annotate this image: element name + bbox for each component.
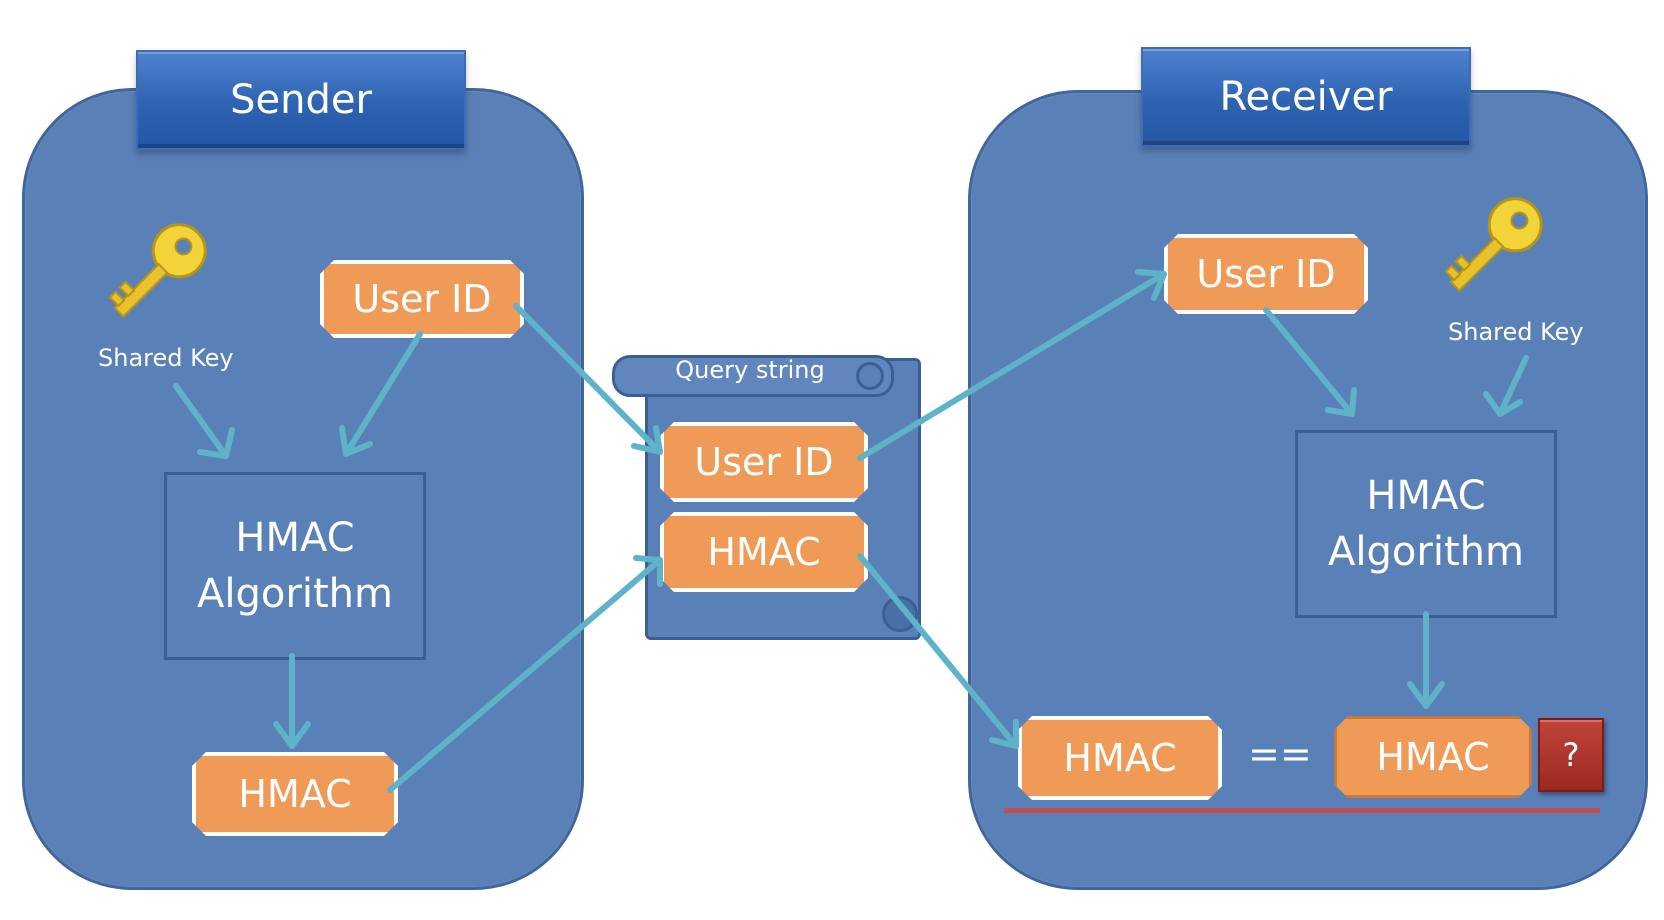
arrow-head-query-userid-to-receiver: [1135, 269, 1167, 301]
arrow-query-hmac-to-receiver: [857, 553, 1019, 749]
arrow-sender-key-to-algo: [173, 383, 229, 459]
arrow-head-sender-hmac-to-query: [633, 555, 663, 587]
equals-sign: ==: [1248, 732, 1312, 776]
receiver-key-label: Shared Key: [1448, 318, 1584, 346]
sender-hmac-tag: HMAC: [192, 752, 398, 836]
question-badge: ?: [1538, 718, 1604, 792]
arrow-query-userid-to-receiver: [857, 271, 1167, 461]
query-string-label: Query string: [675, 356, 825, 384]
arrow-head-sender-key-to-algo: [197, 427, 235, 459]
arrow-sender-hmac-to-query: [387, 557, 663, 793]
sender-key-icon: [108, 223, 207, 318]
arrow-head-receiver-algo-to-hmac: [1407, 681, 1445, 709]
arrow-receiver-key-to-algo: [1497, 355, 1529, 417]
arrow-head-sender-userid-to-query: [631, 425, 663, 455]
arrow-sender-userid-to-algo: [343, 331, 423, 457]
sender-algorithm-line1: HMAC: [235, 515, 355, 561]
receiver-hmac-algorithm-box: HMAC Algorithm: [1295, 430, 1557, 618]
sender-key-label: Shared Key: [98, 344, 234, 372]
sender-title: Sender: [136, 50, 466, 150]
sender-algorithm-line2: Algorithm: [197, 571, 393, 617]
query-hmac-tag: HMAC: [660, 512, 868, 592]
query-string-scroll-top: [612, 355, 894, 397]
result-underline: [1004, 808, 1600, 813]
receiver-title: Receiver: [1141, 47, 1471, 147]
arrow-head-receiver-key-to-algo: [1483, 391, 1523, 417]
sender-hmac-algorithm-box: HMAC Algorithm: [164, 472, 426, 660]
receiver-hmac-received-tag: HMAC: [1018, 716, 1222, 800]
arrow-sender-userid-to-query: [513, 303, 663, 455]
arrow-head-sender-algo-to-hmac: [273, 721, 311, 749]
receiver-algorithm-line2: Algorithm: [1328, 529, 1524, 575]
receiver-key-icon: [1444, 197, 1543, 292]
query-user-id-tag: User ID: [660, 422, 868, 502]
receiver-hmac-computed-tag: HMAC: [1334, 716, 1532, 798]
arrow-receiver-userid-to-algo: [1263, 307, 1355, 417]
scroll-curl-right: [856, 362, 884, 390]
arrow-head-receiver-userid-to-algo: [1325, 387, 1357, 417]
arrow-head-query-hmac-to-receiver: [989, 719, 1019, 749]
arrow-head-sender-userid-to-algo: [339, 425, 373, 457]
receiver-algorithm-line1: HMAC: [1366, 473, 1486, 519]
sender-user-id-tag: User ID: [320, 260, 524, 338]
